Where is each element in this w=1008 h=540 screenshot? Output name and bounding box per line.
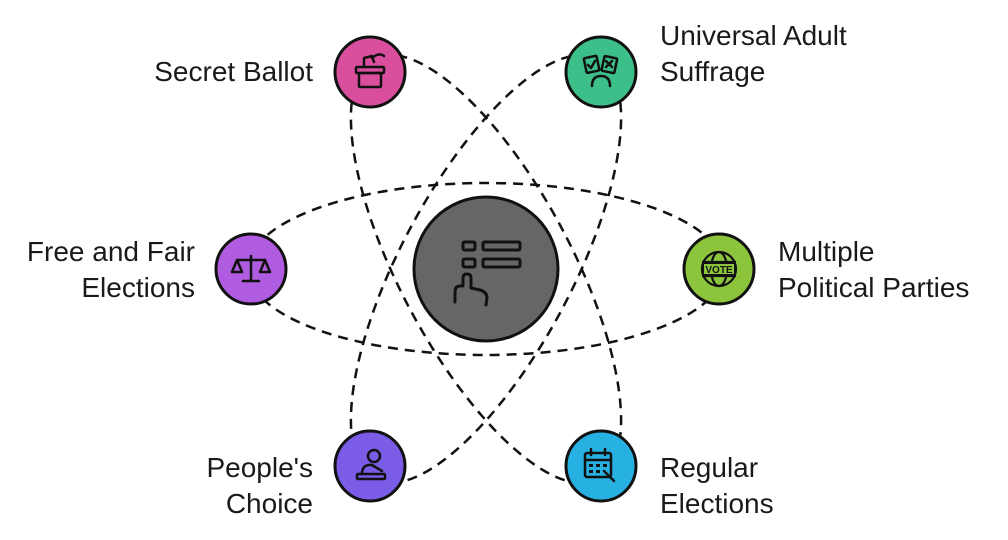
label-line: Regular xyxy=(660,452,759,483)
node-secret-ballot xyxy=(333,35,407,109)
label-line: Free and Fair xyxy=(26,236,195,267)
label-peoples-choice: People's Choice xyxy=(206,450,313,522)
calendar-icon xyxy=(583,447,616,483)
list-tap-icon xyxy=(453,240,522,307)
node-universal-adult-suffrage xyxy=(564,35,638,109)
label-line: Political Parties xyxy=(778,272,970,303)
label-secret-ballot: Secret Ballot xyxy=(154,54,313,90)
label-line: Elections xyxy=(660,488,774,519)
node-regular-elections xyxy=(564,429,638,503)
label-line: Universal Adult xyxy=(660,20,847,51)
label-line: Choice xyxy=(225,488,313,519)
node-multiple-political-parties: VOTE xyxy=(682,232,756,306)
node-free-and-fair-elections xyxy=(214,232,288,306)
label-line: Suffrage xyxy=(660,56,766,87)
label-line: Elections xyxy=(81,272,195,303)
label-line: People's xyxy=(206,452,313,483)
label-line: Secret Ballot xyxy=(154,56,313,87)
ballot-box-icon xyxy=(354,53,386,89)
label-regular-elections: Regular Elections xyxy=(660,450,774,522)
node-peoples-choice xyxy=(333,429,407,503)
person-at-desk-icon xyxy=(355,448,387,481)
label-multiple-political-parties: Multiple Political Parties xyxy=(778,234,969,306)
label-free-and-fair-elections: Free and Fair Elections xyxy=(27,234,195,306)
label-line: Multiple xyxy=(778,236,875,267)
label-universal-adult-suffrage: Universal Adult Suffrage xyxy=(660,18,847,90)
scales-icon xyxy=(230,254,272,283)
center-node xyxy=(412,195,560,343)
svg-text:VOTE: VOTE xyxy=(705,265,733,276)
voting-hands-icon xyxy=(582,54,619,88)
